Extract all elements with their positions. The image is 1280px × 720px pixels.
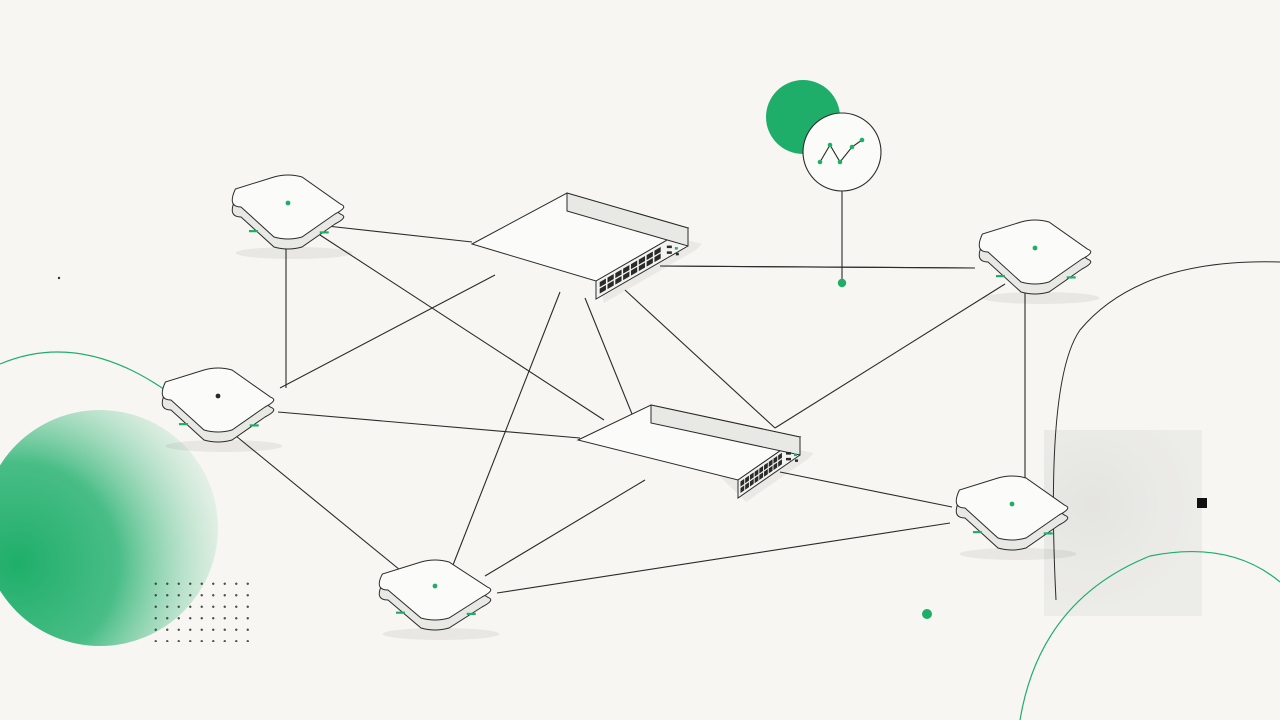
access-point-icon [955, 475, 1077, 560]
access-point-icon [161, 367, 283, 452]
connection-line [317, 224, 473, 243]
connection-line [279, 274, 496, 389]
black-square-marker [1197, 498, 1207, 508]
port-array [599, 246, 661, 294]
status-led [215, 393, 221, 399]
dot-grid-pattern [150, 578, 250, 642]
access-point-icon [231, 174, 353, 259]
status-led [1009, 501, 1015, 507]
left-arc [0, 351, 169, 393]
connection-line [496, 522, 951, 594]
monitor-bubble [802, 112, 882, 192]
status-led [432, 583, 438, 589]
green-dot-marker [922, 609, 932, 619]
connection-line [584, 297, 633, 415]
connection-line [624, 289, 776, 429]
tiny-dot-marker [57, 276, 61, 280]
access-point-icon [978, 219, 1100, 304]
grain-texture-square [1044, 430, 1202, 616]
network-switch-icon [470, 192, 702, 303]
connection-line [319, 234, 605, 421]
access-point-icon [378, 559, 500, 640]
monitor-feed-line [659, 265, 976, 269]
monitor-pin-dot [837, 278, 847, 288]
status-led [1032, 245, 1038, 251]
background-decoration [0, 261, 1280, 720]
connection-line [484, 479, 646, 577]
right-bottom-arc [1019, 551, 1280, 720]
port-array [740, 452, 782, 494]
connection-line [774, 283, 1006, 429]
connection-line [779, 471, 953, 508]
monitor-node [659, 80, 976, 288]
devices-layer [161, 174, 1100, 640]
connection-line [277, 411, 581, 439]
status-led [285, 200, 291, 206]
network-switch-icon [576, 404, 814, 502]
connection-line [235, 435, 401, 571]
right-large-arc [1052, 261, 1280, 601]
line-graph-icon [817, 137, 865, 165]
connection-lines [235, 224, 1026, 594]
connection-line [452, 291, 561, 566]
